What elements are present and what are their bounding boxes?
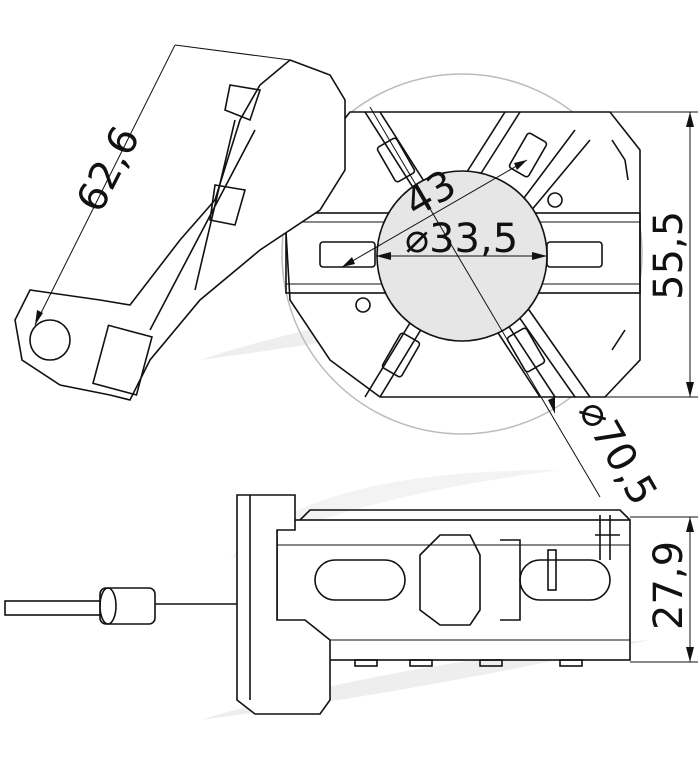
dim-thickness: 27,9 bbox=[646, 541, 692, 630]
arrowhead bbox=[376, 252, 391, 260]
terminal-hole bbox=[29, 319, 71, 361]
dim-bracket-length: 62,6 bbox=[68, 119, 149, 219]
arrowhead bbox=[686, 382, 694, 397]
top-view bbox=[281, 73, 643, 435]
side-bracket bbox=[236, 494, 331, 715]
mount-hole bbox=[547, 192, 563, 208]
dim-outer-diameter: ⌀70,5 bbox=[569, 392, 665, 513]
arrowhead bbox=[686, 517, 694, 532]
bracket-arm bbox=[14, 59, 346, 401]
arrowhead bbox=[514, 160, 527, 170]
dim-height: 55,5 bbox=[646, 211, 692, 300]
arrowhead bbox=[686, 112, 694, 127]
arrowhead bbox=[35, 310, 43, 325]
arrowhead bbox=[532, 252, 547, 260]
mount-hole bbox=[355, 297, 371, 313]
arrowhead bbox=[686, 647, 694, 662]
arrowhead bbox=[342, 257, 355, 267]
arrowhead bbox=[548, 397, 555, 414]
notches bbox=[611, 139, 629, 351]
side-body bbox=[276, 519, 631, 661]
outer-diameter-circle bbox=[281, 73, 643, 435]
side-view bbox=[4, 494, 631, 715]
dim-inner-diameter: ⌀33,5 bbox=[405, 216, 518, 262]
wire-sleeve bbox=[99, 587, 156, 625]
terminal-plate bbox=[4, 600, 111, 616]
